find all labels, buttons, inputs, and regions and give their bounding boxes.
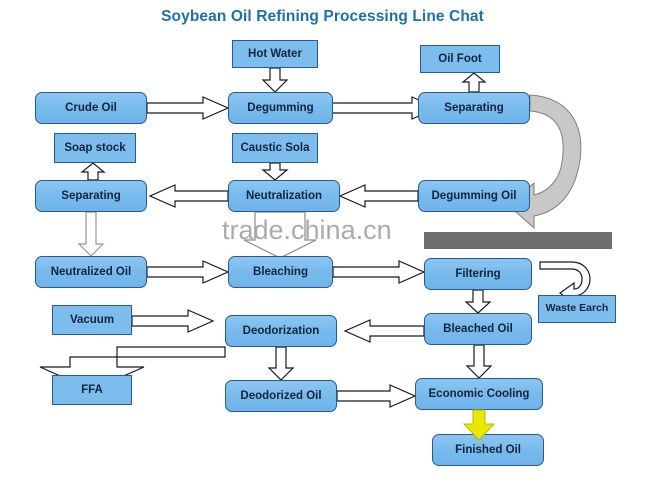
- node-neutralized-oil[interactable]: Neutralized Oil: [35, 256, 147, 288]
- arrow-separating-mid-to-soap-stock: [80, 162, 106, 181]
- node-degumming[interactable]: Degumming: [228, 92, 333, 124]
- arrow-neutralized-oil-to-bleaching: [146, 260, 230, 284]
- arrow-deodorization-to-deodorized-oil: [267, 346, 295, 381]
- node-neutralization[interactable]: Neutralization: [228, 180, 340, 212]
- arrow-crude-oil-to-degumming: [146, 96, 230, 120]
- node-oil-foot[interactable]: Oil Foot: [420, 45, 500, 73]
- node-soap-stock[interactable]: Soap stock: [54, 133, 136, 163]
- node-crude-oil[interactable]: Crude Oil: [35, 92, 147, 124]
- node-hot-water[interactable]: Hot Water: [232, 40, 318, 68]
- arrow-neutralization-to-bleaching: [243, 211, 317, 259]
- arrow-bleached-oil-to-economic-cooling: [465, 344, 493, 379]
- node-waste-earch[interactable]: Waste Earch: [538, 295, 616, 323]
- arrow-filtering-to-bleached-oil: [464, 289, 492, 314]
- node-finished-oil[interactable]: Finished Oil: [432, 434, 544, 466]
- arrow-bleaching-to-filtering: [332, 260, 426, 284]
- node-separating-mid[interactable]: Separating: [35, 180, 147, 212]
- node-deodorized-oil[interactable]: Deodorized Oil: [225, 380, 337, 412]
- arrow-neutralization-to-separating-mid: [148, 184, 229, 208]
- arrow-bleached-oil-to-deodorization: [343, 319, 425, 343]
- arrow-hot-water-to-degumming: [261, 67, 289, 93]
- arrow-deodorized-oil-to-economic-cooling: [336, 384, 417, 408]
- node-deodorization[interactable]: Deodorization: [225, 315, 337, 347]
- node-bleached-oil[interactable]: Bleached Oil: [424, 313, 532, 345]
- node-filtering[interactable]: Filtering: [424, 258, 532, 290]
- arrow-filtering-to-waste-earch-hook: [539, 261, 591, 305]
- watermark-text: trade.china.cn: [222, 215, 392, 245]
- arrow-caustic-sola-to-neutralization: [261, 162, 289, 181]
- node-economic-cooling[interactable]: Economic Cooling: [415, 378, 543, 410]
- node-ffa[interactable]: FFA: [52, 375, 132, 405]
- node-bleaching[interactable]: Bleaching: [228, 256, 333, 288]
- arrow-vacuum-to-deodorization: [131, 309, 215, 333]
- node-caustic-sola[interactable]: Caustic Sola: [232, 133, 318, 163]
- node-separating-top[interactable]: Separating: [418, 92, 530, 124]
- page-title: Soybean Oil Refining Processing Line Cha…: [161, 8, 484, 25]
- node-vacuum[interactable]: Vacuum: [52, 305, 132, 335]
- watermark-bar: [424, 232, 612, 249]
- arrow-separating-to-oil-foot: [461, 72, 487, 93]
- node-degumming-oil[interactable]: Degumming Oil: [418, 180, 530, 212]
- arrow-separating-mid-to-neutralized-oil: [77, 211, 105, 257]
- arrow-degumming-oil-to-neutralization: [338, 184, 419, 208]
